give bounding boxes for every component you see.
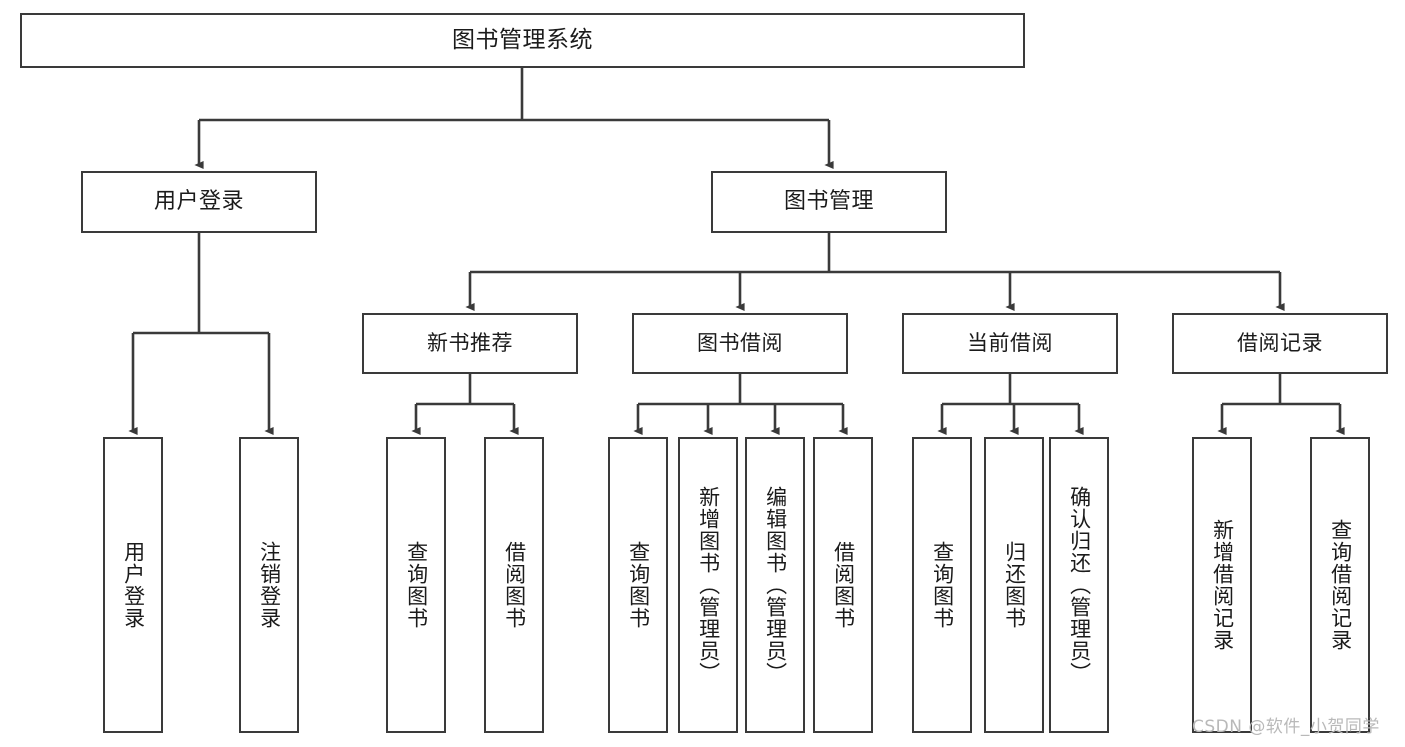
node-leaf-return-book[interactable]: 归还图书	[984, 437, 1044, 733]
edge-group-record-leaves	[1217, 374, 1345, 436]
edge-group-current-borrow-leaves	[937, 374, 1084, 436]
node-leaf-logout-label: 注销登录	[257, 541, 282, 629]
node-borrow-record[interactable]: 借阅记录	[1172, 313, 1388, 374]
node-new-book-recommend-label: 新书推荐	[427, 330, 513, 355]
node-current-borrow-label: 当前借阅	[967, 330, 1053, 355]
node-leaf-query-borrow-record[interactable]: 查询借阅记录	[1310, 437, 1370, 733]
node-leaf-add-book[interactable]: 新增图书（管理员）	[678, 437, 738, 733]
node-leaf-query-book-2-label: 查询图书	[626, 541, 651, 629]
node-leaf-add-book-label: 新增图书（管理员）	[696, 486, 721, 684]
node-root[interactable]: 图书管理系统	[20, 13, 1025, 68]
node-book-manage[interactable]: 图书管理	[711, 171, 947, 233]
node-leaf-borrow-book-1[interactable]: 借阅图书	[484, 437, 544, 733]
node-leaf-query-book-1-label: 查询图书	[404, 541, 429, 629]
node-leaf-query-book-3-label: 查询图书	[930, 541, 955, 629]
node-leaf-edit-book[interactable]: 编辑图书（管理员）	[745, 437, 805, 733]
node-new-book-recommend[interactable]: 新书推荐	[362, 313, 578, 374]
node-book-manage-label: 图书管理	[783, 188, 874, 214]
node-leaf-logout[interactable]: 注销登录	[239, 437, 299, 733]
edge-group-recommend-leaves	[411, 374, 519, 436]
node-leaf-return-book-label: 归还图书	[1002, 541, 1027, 629]
edge-group-book-manage	[465, 233, 1285, 312]
node-root-label: 图书管理系统	[452, 26, 593, 53]
node-book-borrow-label: 图书借阅	[697, 330, 783, 355]
node-leaf-user-login[interactable]: 用户登录	[103, 437, 163, 733]
edge-group-user-login-leaves	[128, 233, 274, 436]
node-book-borrow[interactable]: 图书借阅	[632, 313, 848, 374]
node-leaf-borrow-book-2[interactable]: 借阅图书	[813, 437, 873, 733]
node-leaf-confirm-return-label: 确认归还（管理员）	[1067, 486, 1092, 684]
node-borrow-record-label: 借阅记录	[1237, 330, 1323, 355]
node-leaf-query-book-3[interactable]: 查询图书	[912, 437, 972, 733]
node-leaf-edit-book-label: 编辑图书（管理员）	[763, 486, 788, 684]
node-leaf-user-login-label: 用户登录	[121, 541, 146, 629]
edge-group-borrow-leaves	[633, 374, 848, 436]
node-current-borrow[interactable]: 当前借阅	[902, 313, 1118, 374]
node-leaf-borrow-book-2-label: 借阅图书	[831, 541, 856, 629]
node-leaf-query-book-1[interactable]: 查询图书	[386, 437, 446, 733]
node-user-login[interactable]: 用户登录	[81, 171, 317, 233]
node-leaf-query-borrow-record-label: 查询借阅记录	[1328, 519, 1353, 651]
node-leaf-borrow-book-1-label: 借阅图书	[502, 541, 527, 629]
node-leaf-confirm-return[interactable]: 确认归还（管理员）	[1049, 437, 1109, 733]
node-leaf-add-borrow-record-label: 新增借阅记录	[1210, 519, 1235, 651]
node-user-login-label: 用户登录	[153, 188, 244, 214]
node-leaf-add-borrow-record[interactable]: 新增借阅记录	[1192, 437, 1252, 733]
edge-group-root	[194, 68, 834, 170]
node-leaf-query-book-2[interactable]: 查询图书	[608, 437, 668, 733]
